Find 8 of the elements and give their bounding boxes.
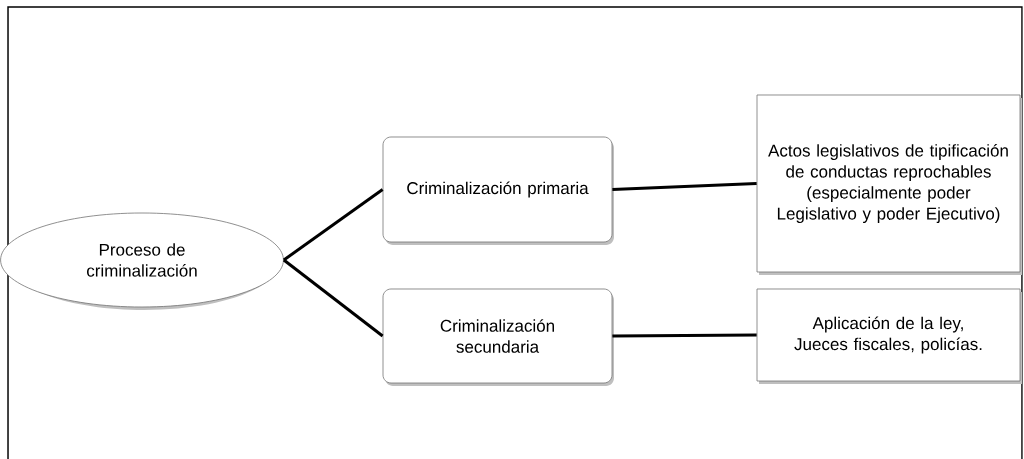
description-box: Actos legislativos de tipificación de conductas reprochables (especialmente poder Legislativo y poder Ejecutivo) <box>756 94 1022 275</box>
connector-line <box>612 182 757 191</box>
connector-line <box>282 188 384 262</box>
connector-line <box>612 333 757 338</box>
description-box: Aplicación de la ley, Jueces fiscales, policías. <box>756 288 1022 384</box>
process-box: Criminalización secundaria <box>382 288 614 386</box>
process-box: Criminalización primaria <box>382 136 614 245</box>
connector-line <box>282 258 384 338</box>
